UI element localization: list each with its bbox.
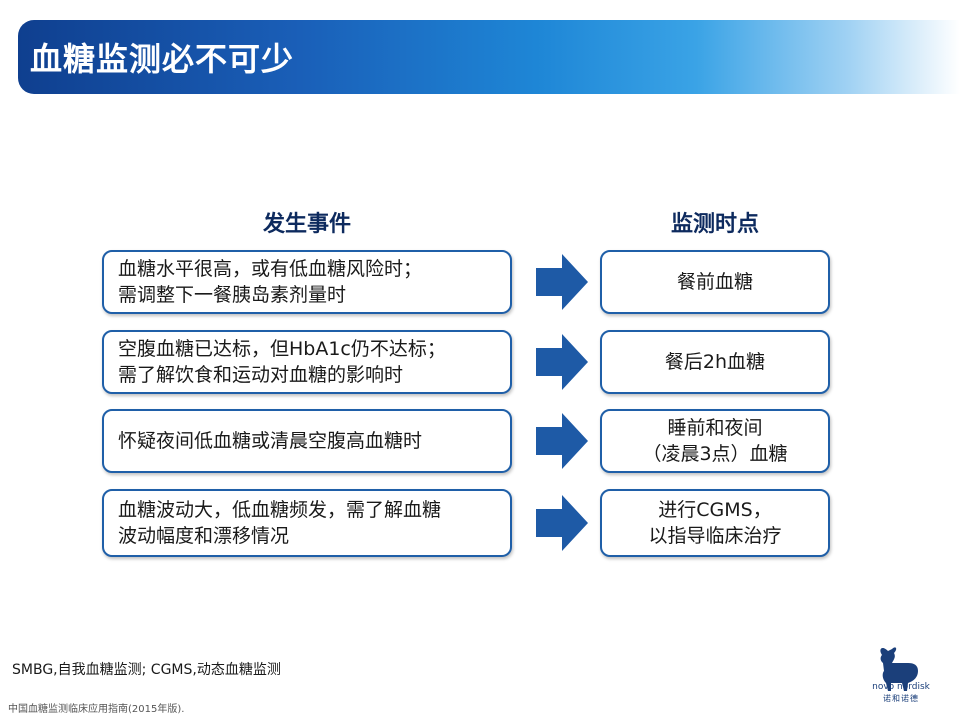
event-box-4: 血糖波动大，低血糖频发，需了解血糖 波动幅度和漂移情况 <box>102 489 512 557</box>
logo-text: novo nordisk <box>872 682 930 692</box>
timing-box-4: 进行CGMS， 以指导临床治疗 <box>600 489 830 557</box>
timing-text-1: 餐前血糖 <box>676 271 753 293</box>
page-title: 血糖监测必不可少 <box>30 40 295 78</box>
arrow-right-icon <box>536 413 588 469</box>
timing-text-2: 餐后2h血糖 <box>664 351 766 373</box>
abbreviation-footnote: SMBG,自我血糖监测; CGMS,动态血糖监测 <box>12 662 281 678</box>
timing-box-1: 餐前血糖 <box>600 250 830 314</box>
right-column-header: 监测时点 <box>670 212 759 237</box>
event-box-1: 血糖水平很高，或有低血糖风险时； 需调整下一餐胰岛素剂量时 <box>102 250 512 314</box>
title-bar <box>18 20 960 94</box>
event-text-4: 血糖波动大，低血糖频发，需了解血糖 波动幅度和漂移情况 <box>118 499 442 547</box>
event-text-3: 怀疑夜间低血糖或清晨空腹高血糖时 <box>118 430 423 452</box>
left-column-header: 发生事件 <box>262 212 351 237</box>
arrow-right-icon <box>536 495 588 551</box>
event-box-3: 怀疑夜间低血糖或清晨空腹高血糖时 <box>102 409 512 473</box>
event-text-2: 空腹血糖已达标，但HbA1c仍不达标； 需了解饮食和运动对血糖的影响时 <box>118 338 446 386</box>
arrow-right-icon <box>536 254 588 310</box>
timing-text-4: 进行CGMS， 以指导临床治疗 <box>648 499 782 547</box>
event-box-2: 空腹血糖已达标，但HbA1c仍不达标； 需了解饮食和运动对血糖的影响时 <box>102 330 512 394</box>
logo-text-cn: 诺和诺德 <box>883 694 919 703</box>
bull-logo-icon <box>880 647 918 691</box>
arrow-right-icon <box>536 334 588 390</box>
reference-footnote: 中国血糖监测临床应用指南(2015年版). <box>8 704 185 715</box>
timing-box-3: 睡前和夜间 （凌晨3点）血糖 <box>600 409 830 473</box>
event-text-1: 血糖水平很高，或有低血糖风险时； 需调整下一餐胰岛素剂量时 <box>118 258 423 306</box>
timing-box-2: 餐后2h血糖 <box>600 330 830 394</box>
timing-text-3: 睡前和夜间 （凌晨3点）血糖 <box>642 417 788 465</box>
